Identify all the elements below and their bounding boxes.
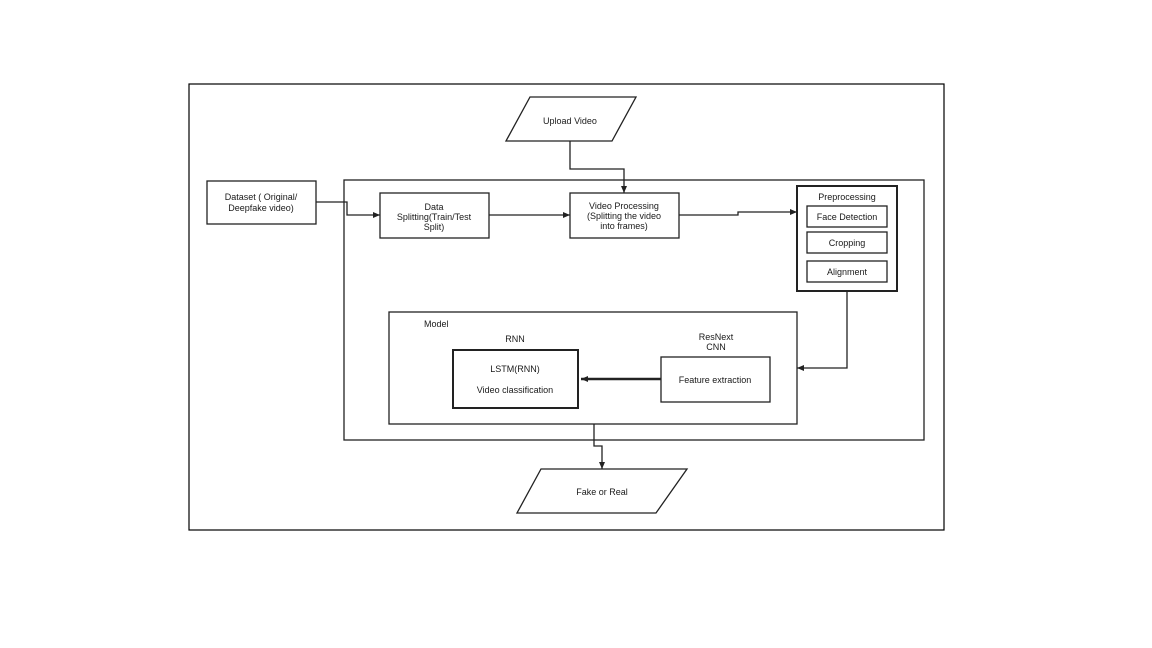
alignment-label: Alignment xyxy=(827,267,868,277)
upload-video-node: Upload Video xyxy=(504,96,638,142)
face-detection-box xyxy=(806,205,888,228)
cnn-title-line1: ResNext xyxy=(699,332,734,342)
video-classification-label: Video classification xyxy=(477,385,553,395)
cropping-box xyxy=(806,231,888,254)
cropping-label: Cropping xyxy=(829,238,866,248)
video-processing-line2: (Splitting the video xyxy=(587,211,661,221)
lstm-label: LSTM(RNN) xyxy=(490,364,540,374)
model-node: Model RNN ResNext CNN LSTM(RNN) Video cl… xyxy=(388,311,798,425)
dataset-node: Dataset ( Original/ Deepfake video) xyxy=(206,180,317,225)
arrow-upload-to-video-processing xyxy=(569,141,627,193)
rnn-title: RNN xyxy=(505,334,525,344)
arrow-model-to-output xyxy=(593,424,605,469)
data-splitting-line3: Split) xyxy=(424,222,445,232)
cnn-title-line2: CNN xyxy=(706,342,726,352)
upload-video-label: Upload Video xyxy=(543,116,597,126)
data-splitting-line1: Data xyxy=(424,202,443,212)
preprocessing-node: Preprocessing Face Detection Cropping Al… xyxy=(796,185,898,292)
video-processing-node: Video Processing (Splitting the video in… xyxy=(569,192,680,239)
alignment-box xyxy=(806,260,888,283)
output-label: Fake or Real xyxy=(576,487,628,497)
face-detection-label: Face Detection xyxy=(817,212,878,222)
arrow-dataset-to-splitting xyxy=(316,201,380,218)
arrow-video-processing-to-preprocessing xyxy=(679,209,797,216)
feature-extraction-label: Feature extraction xyxy=(679,375,752,385)
preprocessing-title: Preprocessing xyxy=(818,192,876,202)
feature-extraction-box xyxy=(660,356,771,403)
lstm-box xyxy=(452,349,579,409)
figure-border xyxy=(188,83,945,531)
video-processing-line3: into frames) xyxy=(600,221,648,231)
data-splitting-node: Data Splitting(Train/Test Split) xyxy=(379,192,490,239)
dataset-label-line2: Deepfake video) xyxy=(228,203,294,213)
video-processing-line1: Video Processing xyxy=(589,201,659,211)
data-splitting-line2: Splitting(Train/Test xyxy=(397,212,472,222)
output-node: Fake or Real xyxy=(515,468,689,514)
model-title: Model xyxy=(424,319,449,329)
arrow-preprocessing-to-feature-extraction xyxy=(797,291,848,371)
dataset-label-line1: Dataset ( Original/ xyxy=(225,192,298,202)
